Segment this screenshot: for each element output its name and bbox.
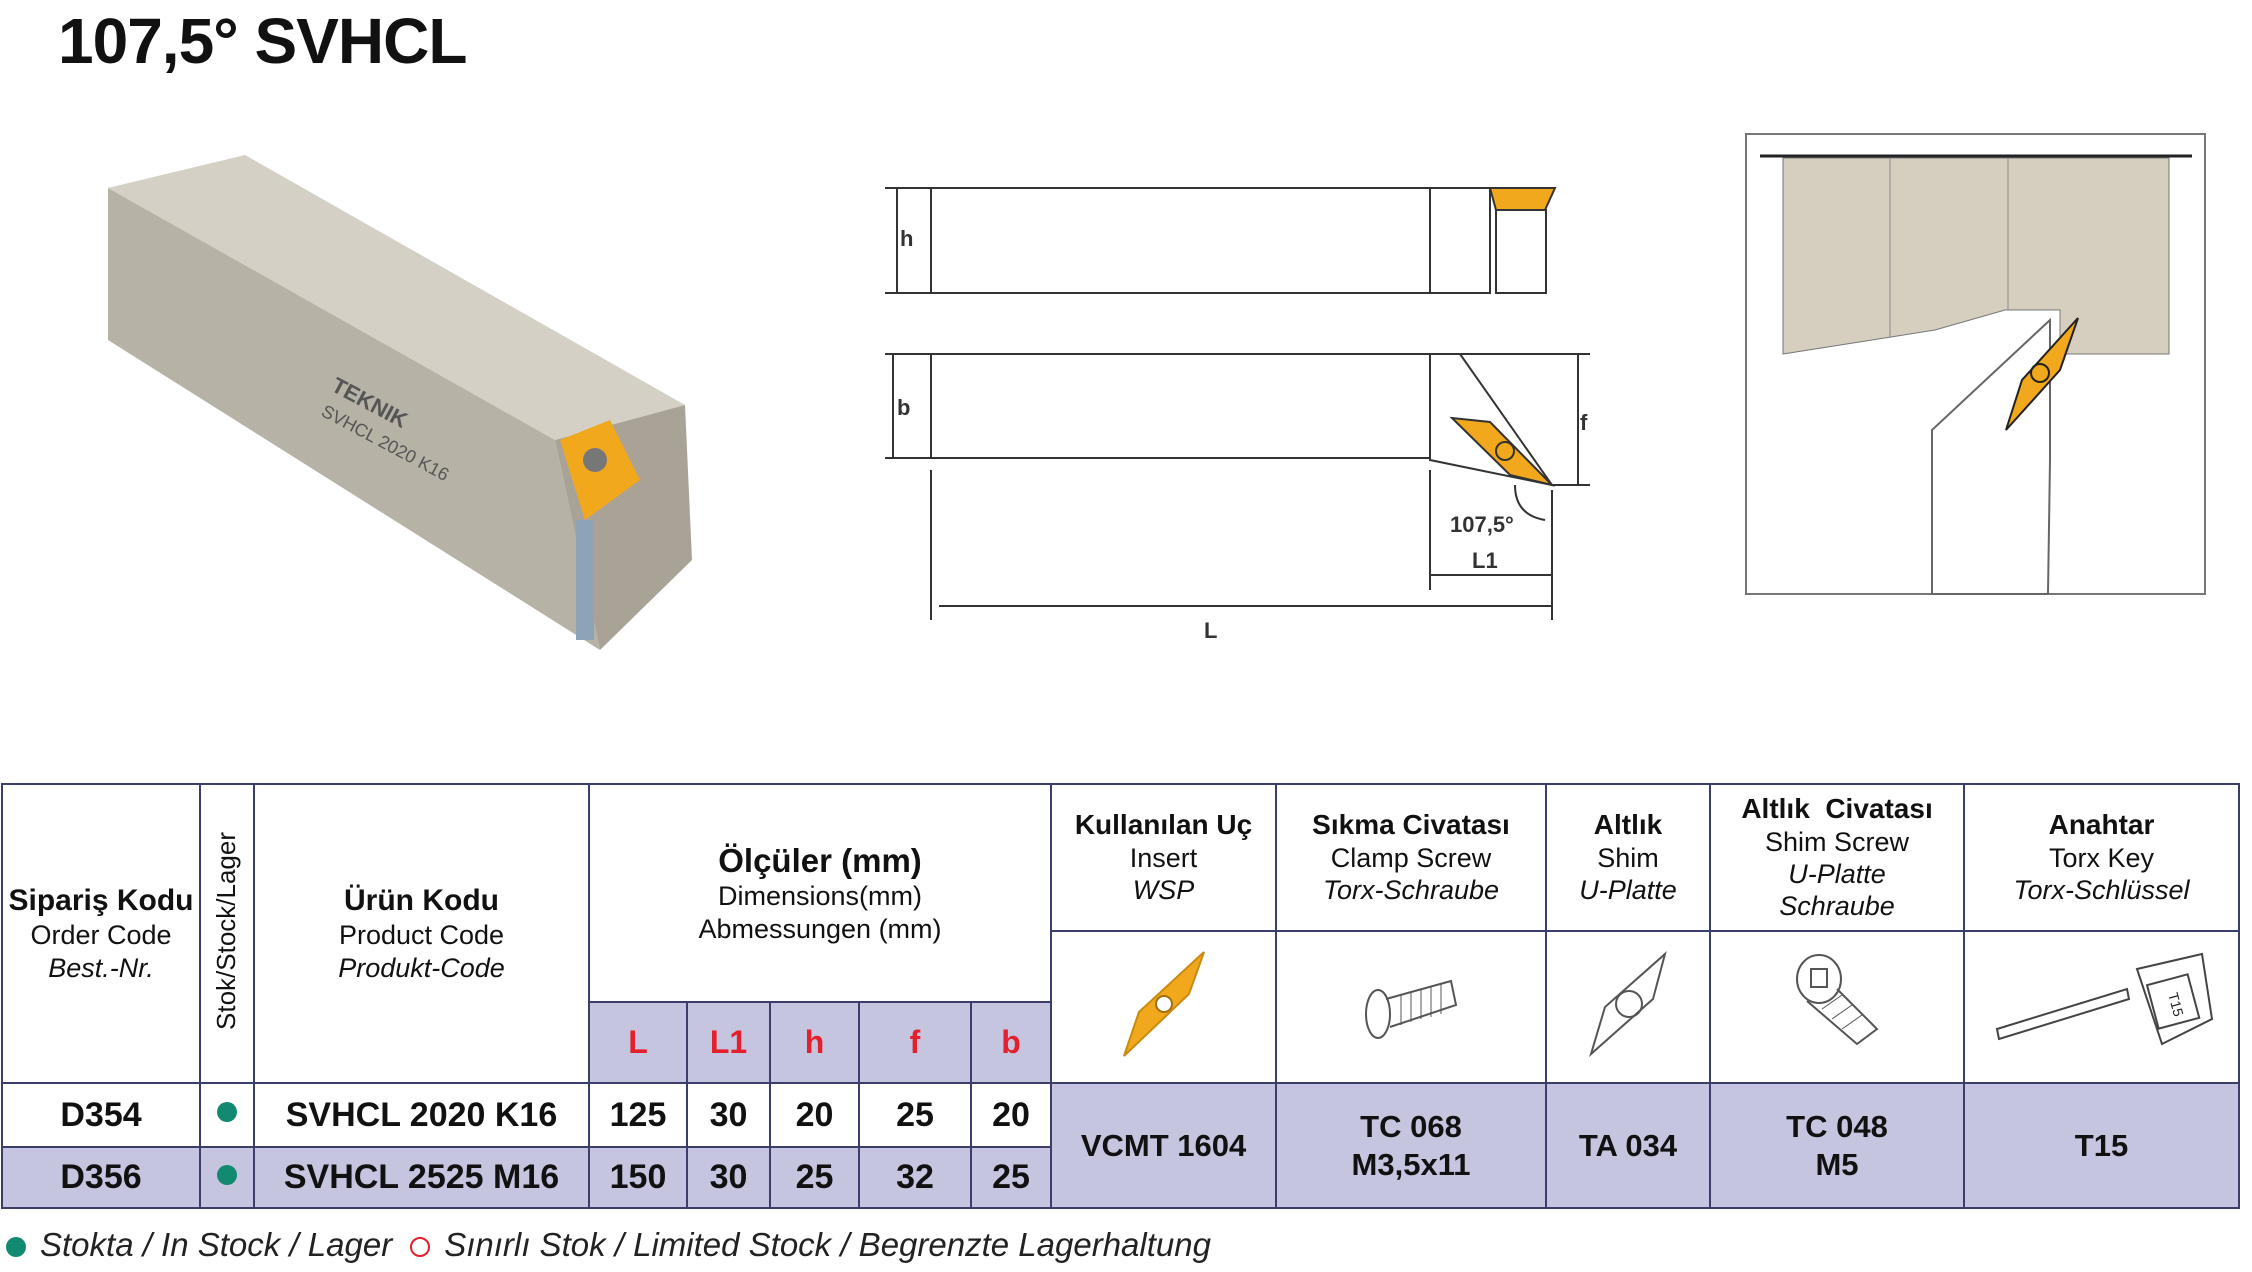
application-diagram xyxy=(1745,133,2206,595)
dim-l: 150 xyxy=(588,1146,688,1209)
in-stock-dot-icon xyxy=(217,1102,237,1123)
header-product-code-en: Product Code xyxy=(338,920,505,951)
order-code: D354 xyxy=(1,1082,201,1148)
spec-table: Sipariş Kodu Order Code Best.-Nr. Stok/S… xyxy=(1,783,2241,1209)
insert-code: VCMT 1604 xyxy=(1050,1082,1278,1209)
header-product-code-de: Produkt-Code xyxy=(338,952,505,983)
header-clamp-screw-tr: Sıkma Civatası xyxy=(1312,809,1510,841)
header-order-code-de: Best.-Nr. xyxy=(48,952,154,983)
stock-status xyxy=(199,1146,255,1209)
header-shim: Altlık Shim U-Platte xyxy=(1545,783,1712,932)
dim-l1: 30 xyxy=(686,1082,771,1148)
header-insert-tr: Kullanılan Uç xyxy=(1074,809,1253,841)
dim-h: 20 xyxy=(769,1082,860,1148)
header-stock-label: Stok/Stock/Lager xyxy=(211,831,242,1030)
dim-label-angle: 107,5° xyxy=(1450,512,1514,537)
dim-label-l1: L1 xyxy=(1472,548,1498,573)
dim-h: 25 xyxy=(769,1146,860,1209)
dim-col-l1: L1 xyxy=(686,1001,771,1084)
header-insert: Kullanılan Uç Insert WSP xyxy=(1050,783,1278,932)
dim-col-b: b xyxy=(969,1001,1053,1084)
torx-key-image: T15 xyxy=(1963,930,2241,1084)
product-code: SVHCL 2525 M16 xyxy=(253,1146,590,1209)
header-stock: Stok/Stock/Lager xyxy=(199,783,255,1084)
shim-screw-image xyxy=(1709,930,1966,1084)
header-product-code: Ürün Kodu Product Code Produkt-Code xyxy=(253,783,590,1084)
tool-holder-photo: TEKNIK SVHCL 2020 K16 xyxy=(108,155,692,650)
header-shim-de: U-Platte xyxy=(1579,875,1677,906)
dim-col-f: f xyxy=(858,1001,972,1084)
dim-label-b: b xyxy=(897,395,910,420)
header-shim-screw-en: Shim Screw xyxy=(1765,826,1910,857)
header-shim-en: Shim xyxy=(1597,842,1659,873)
header-order-code-tr: Sipariş Kodu xyxy=(8,884,194,918)
torx-key-engraving: T15 xyxy=(2165,991,2187,1019)
header-clamp-screw-en: Clamp Screw xyxy=(1330,842,1492,873)
dim-label-l: L xyxy=(1204,618,1217,643)
key-code: T15 xyxy=(1963,1082,2241,1209)
in-stock-dot-icon xyxy=(6,1237,26,1258)
shim-image xyxy=(1545,930,1712,1084)
stock-status xyxy=(199,1082,255,1148)
legend-limited-stock: Sınırlı Stok / Limited Stock / Begrenzte… xyxy=(444,1226,1211,1263)
clamp-screw-icon xyxy=(1365,980,1458,1040)
header-dimensions-tr: Ölçüler (mm) xyxy=(718,841,922,879)
dim-col-h: h xyxy=(769,1001,860,1084)
stock-legend: Stokta / In Stock / Lager Sınırlı Stok / … xyxy=(6,1226,1211,1264)
dim-label-f: f xyxy=(1580,410,1588,435)
header-shim-screw-de2: Schraube xyxy=(1779,891,1895,922)
shim-screw-icon xyxy=(1796,954,1879,1046)
dim-l1: 30 xyxy=(686,1146,771,1209)
shim-icon xyxy=(1589,951,1667,1058)
header-shim-screw-de1: U-Platte xyxy=(1788,859,1886,890)
illustrations: TEKNIK SVHCL 2020 K16 h b f 107,5° L1 L xyxy=(108,133,2206,650)
torx-key-icon: T15 xyxy=(1995,953,2213,1046)
header-clamp-screw-de: Torx-Schraube xyxy=(1322,875,1500,906)
dim-f: 32 xyxy=(858,1146,972,1209)
table-row: D354 SVHCL 2020 K16 125 30 20 25 20 VCMT… xyxy=(1,1082,2241,1209)
header-order-code: Sipariş Kodu Order Code Best.-Nr. xyxy=(1,783,201,1084)
header-key-de: Torx-Schlüssel xyxy=(2013,875,2190,906)
dimension-drawing xyxy=(885,187,1590,620)
shim-screw-code-1: TC 048 xyxy=(1786,1109,1888,1145)
header-shim-screw-tr: Altlık Civatası xyxy=(1741,793,1933,825)
header-key-en: Torx Key xyxy=(2048,842,2155,873)
clamp-screw-code-1: TC 068 xyxy=(1360,1109,1462,1145)
dim-l: 125 xyxy=(588,1082,688,1148)
header-dimensions-en: Dimensions(mm) xyxy=(717,881,923,912)
in-stock-dot-icon xyxy=(217,1164,237,1185)
limited-stock-circle-icon xyxy=(410,1237,431,1258)
header-insert-en: Insert xyxy=(1129,842,1198,873)
header-key: Anahtar Torx Key Torx-Schlüssel xyxy=(1963,783,2241,932)
header-shim-tr: Altlık xyxy=(1593,809,1663,841)
legend-in-stock: Stokta / In Stock / Lager xyxy=(40,1226,393,1263)
header-order-code-en: Order Code xyxy=(30,920,172,951)
shim-screw-code-2: M5 xyxy=(1815,1146,1859,1182)
product-code: SVHCL 2020 K16 xyxy=(253,1082,590,1148)
dim-label-h: h xyxy=(900,226,913,251)
dim-b: 20 xyxy=(969,1082,1053,1148)
header-dimensions-de: Abmessungen (mm) xyxy=(698,913,942,944)
dim-b: 25 xyxy=(969,1146,1053,1209)
dimension-labels: h b f 107,5° L1 L xyxy=(897,226,1588,643)
header-clamp-screw: Sıkma Civatası Clamp Screw Torx-Schraube xyxy=(1275,783,1548,932)
insert-icon xyxy=(1122,951,1205,1058)
clamp-screw-image xyxy=(1275,930,1548,1084)
shim-code: TA 034 xyxy=(1545,1082,1712,1209)
header-key-tr: Anahtar xyxy=(2048,809,2155,841)
clamp-screw-code-2: M3,5x11 xyxy=(1351,1146,1471,1182)
dim-col-l: L xyxy=(588,1001,688,1084)
insert-image xyxy=(1050,930,1278,1084)
header-insert-de: WSP xyxy=(1132,875,1195,906)
header-product-code-tr: Ürün Kodu xyxy=(344,884,499,918)
order-code: D356 xyxy=(1,1146,201,1209)
header-shim-screw: Altlık Civatası Shim Screw U-Platte Schr… xyxy=(1709,783,1966,932)
header-dimensions: Ölçüler (mm) Dimensions(mm) Abmessungen … xyxy=(587,783,1053,1003)
dim-f: 25 xyxy=(858,1082,972,1148)
page-title: 107,5° SVHCL xyxy=(58,5,467,77)
